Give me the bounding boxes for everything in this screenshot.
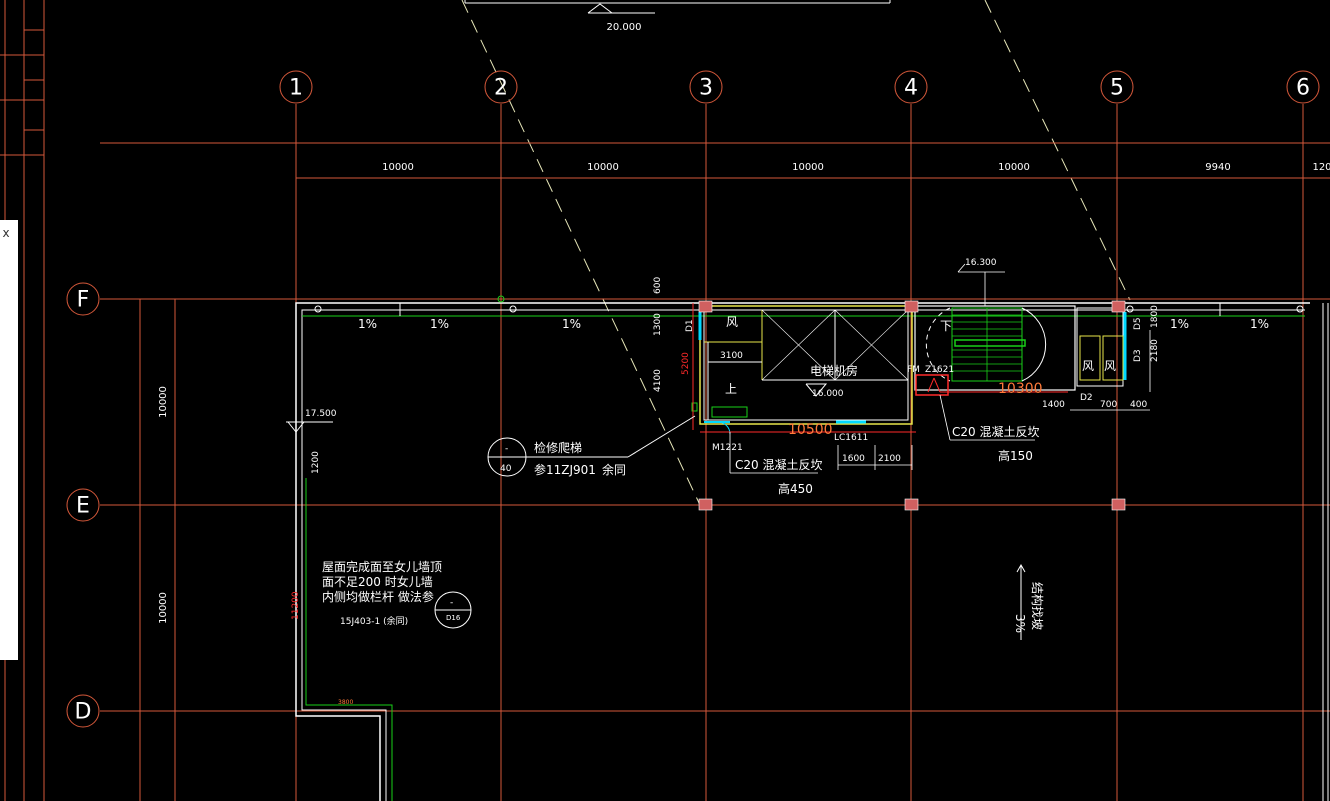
- dim-10300: 10300: [998, 381, 1043, 397]
- dim-2180: 2180: [1150, 339, 1160, 362]
- dim-1600: 1600: [842, 454, 865, 464]
- roof-drains: [314, 295, 1304, 313]
- dim-600: 600: [653, 277, 663, 294]
- column-markers: [698, 300, 1126, 511]
- detail-symbol-top: -: [450, 598, 453, 608]
- dim-700: 700: [1100, 400, 1117, 410]
- wind-label-3: 风: [1104, 359, 1116, 373]
- dim-1200: 1200: [311, 451, 321, 474]
- door-d3: D3: [1133, 349, 1143, 362]
- axis-column-4: 4: [904, 76, 918, 101]
- door-m1221: M1221: [712, 443, 743, 453]
- right-notes: 3% 结构找坡: [1013, 563, 1045, 640]
- dim-3800: 3800: [338, 699, 353, 706]
- dim-top-2: 10000: [587, 162, 619, 173]
- stair-down-label: 下: [940, 319, 952, 333]
- elevator-room-elevation: 16.000: [812, 389, 844, 399]
- slope-label-1: 1%: [358, 317, 377, 331]
- room-labels: 电梯机房 16.000 风 风 风 下 上 3100 5200 4100 130…: [653, 258, 1160, 496]
- wind-label-2: 风: [1082, 359, 1094, 373]
- ladder-title: 检修爬梯: [534, 440, 582, 455]
- stair-hall: [914, 305, 1127, 396]
- axis-row-d: D: [75, 700, 92, 725]
- column-axis-bubbles: 1 2 3 4 5 6: [279, 70, 1320, 104]
- dim-left-2: 10000: [158, 592, 169, 624]
- column-axis-lines: [295, 104, 1304, 801]
- axis-column-3: 3: [699, 76, 713, 101]
- door-d2: D2: [1080, 393, 1093, 403]
- axis-column-6: 6: [1296, 76, 1310, 101]
- door-d1: D1: [685, 319, 695, 332]
- dim-1400: 1400: [1042, 400, 1065, 410]
- dim-top-3: 10000: [792, 162, 824, 173]
- axis-row-f: F: [77, 288, 90, 313]
- elevation-17500: 17.500: [305, 409, 337, 419]
- window-z1621: Z1621: [925, 365, 954, 375]
- parapet-note-line-3: 内侧均做栏杆 做法参: [322, 589, 434, 604]
- elevator-room-label: 电梯机房: [810, 363, 858, 378]
- elevator-machine-room: [691, 305, 913, 435]
- curb-note-right: C20 混凝土反坎: [952, 424, 1039, 439]
- slope-labels: 1% 1% 1% 1% 1%: [358, 317, 1269, 331]
- slope-label-4: 1%: [1170, 317, 1189, 331]
- leader-lines: [729, 263, 1151, 474]
- parapet-note-line-1: 屋面完成面至女儿墙顶: [322, 559, 442, 574]
- dim-3100: 3100: [720, 351, 743, 361]
- dim-4100: 4100: [653, 369, 663, 392]
- ladder-same-note: 余同: [602, 462, 626, 477]
- dim-400: 400: [1130, 400, 1147, 410]
- dim-10500: 10500: [788, 422, 833, 438]
- curb-height-450: 高450: [778, 481, 813, 496]
- dim-1300: 1300: [653, 313, 663, 336]
- dim-5200: 5200: [681, 352, 691, 375]
- diagonal-dashed-lines: [461, 0, 1131, 506]
- fire-door-fm: FM: [907, 365, 920, 375]
- axis-column-1: 1: [289, 76, 303, 101]
- slope-label-3: 1%: [562, 317, 581, 331]
- wind-label-1: 风: [726, 315, 738, 329]
- stair-elevation: 16.300: [965, 258, 997, 268]
- left-notes: 17.500 1200 11200 屋面完成面至女儿墙顶 面不足200 时女儿墙…: [286, 409, 472, 706]
- slope-3-percent: 3%: [1013, 614, 1027, 633]
- axis-column-5: 5: [1110, 76, 1124, 101]
- parapet-dim: 11200: [291, 591, 301, 620]
- slope-label-5: 1%: [1250, 317, 1269, 331]
- top-elevation-text: 20.000: [607, 22, 642, 33]
- window-lc1611: LC1611: [834, 433, 868, 443]
- row-axis-bubbles: F E D: [66, 282, 100, 728]
- side-panel: [0, 220, 18, 660]
- top-dimensions: 10000 10000 10000 10000 9940 120: [382, 162, 1330, 173]
- curb-note-left: C20 混凝土反坎: [735, 457, 822, 472]
- row-axis-lines: [100, 142, 1330, 801]
- dim-left-1: 10000: [158, 386, 169, 418]
- roof-outline: [295, 302, 1329, 801]
- detail-symbol-bottom: D16: [446, 614, 461, 622]
- left-dimensions: 10000 10000: [158, 386, 169, 624]
- ladder-symbol-top: -: [505, 444, 508, 454]
- dim-1800: 1800: [1150, 305, 1160, 328]
- parapet-note-line-4: 15J403-1 (余同): [340, 615, 408, 627]
- dim-2100: 2100: [878, 454, 901, 464]
- slope-label-2: 1%: [430, 317, 449, 331]
- red-dimensions: [692, 303, 1068, 433]
- dim-top-4: 10000: [998, 162, 1030, 173]
- dim-top-5: 9940: [1205, 162, 1230, 173]
- dim-top-6: 120: [1312, 162, 1330, 173]
- structural-slope-note: 结构找坡: [1030, 582, 1045, 630]
- axis-row-e: E: [76, 494, 90, 519]
- door-d5: D5: [1133, 317, 1143, 330]
- close-icon[interactable]: x: [2, 226, 10, 240]
- ladder-reference: 参11ZJ901: [534, 462, 596, 477]
- parapet-note-line-2: 面不足200 时女儿墙: [322, 574, 433, 589]
- dim-top-1: 10000: [382, 162, 414, 173]
- orange-dimensions: 10500 10300: [788, 381, 1043, 438]
- ladder-note: - 40 检修爬梯 参11ZJ901 余同: [487, 415, 696, 477]
- stair-up-label: 上: [725, 382, 737, 396]
- ladder-symbol-bottom: 40: [500, 464, 512, 474]
- top-elevation-marker: 20.000: [464, 0, 891, 33]
- curb-height-150: 高150: [998, 448, 1033, 463]
- axis-column-2: 2: [494, 76, 508, 101]
